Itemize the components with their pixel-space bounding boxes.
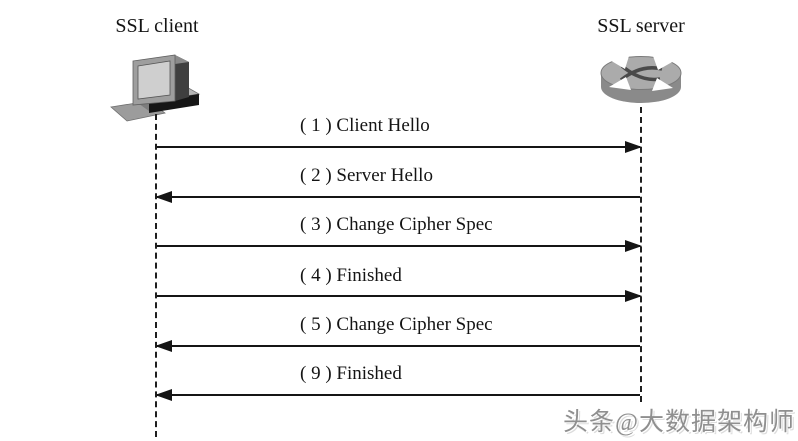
message-arrow-finished-1 <box>157 290 642 302</box>
message-label-change-cipher-spec-1: ( 3 ) Change Cipher Spec <box>300 214 493 235</box>
message-label-change-cipher-spec-2: ( 5 ) Change Cipher Spec <box>300 314 493 335</box>
arrowhead-right-icon <box>625 141 642 153</box>
computer-icon <box>110 54 201 122</box>
message-label-client-hello: ( 1 ) Client Hello <box>300 115 430 136</box>
watermark-text: 头条@大数据架构师 <box>562 409 795 436</box>
message-label-finished-2: ( 9 ) Finished <box>300 363 402 384</box>
arrowhead-left-icon <box>155 389 172 401</box>
client-lifeline <box>155 114 157 437</box>
client-label: SSL client <box>115 15 199 37</box>
arrowhead-right-icon <box>625 290 642 302</box>
message-arrow-finished-2 <box>155 389 640 401</box>
message-label-server-hello: ( 2 ) Server Hello <box>300 165 433 186</box>
message-arrow-server-hello <box>155 191 640 203</box>
arrowhead-left-icon <box>155 191 172 203</box>
arrowhead-right-icon <box>625 240 642 252</box>
message-label-finished-1: ( 4 ) Finished <box>300 265 402 286</box>
message-arrow-change-cipher-spec-2 <box>155 340 640 352</box>
router-icon <box>600 56 682 103</box>
arrowhead-left-icon <box>155 340 172 352</box>
server-label: SSL server <box>597 15 685 37</box>
server-lifeline <box>640 107 642 402</box>
message-arrow-client-hello <box>157 141 642 153</box>
message-arrow-change-cipher-spec-1 <box>157 240 642 252</box>
